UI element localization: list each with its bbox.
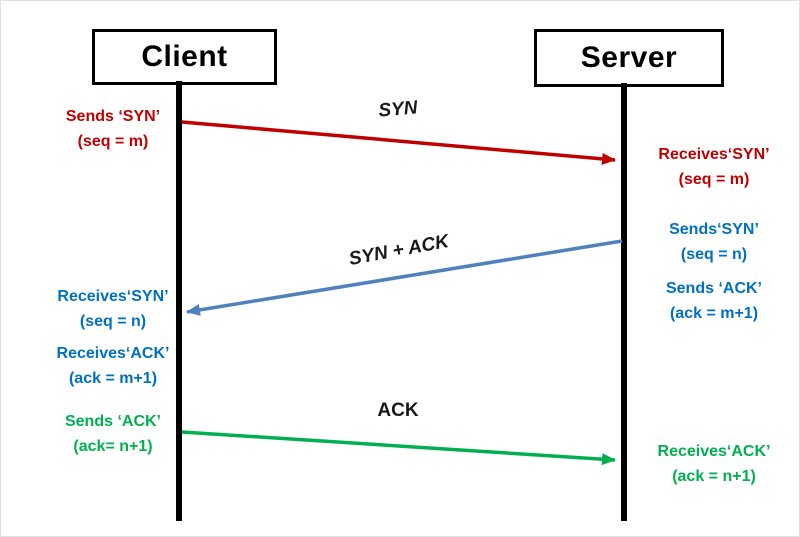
note-line: Sends ‘ACK’ bbox=[64, 413, 161, 430]
client-receives-syn-note: Receives‘SYN’ (seq = n) bbox=[28, 284, 198, 334]
note-line: Receives‘ACK’ bbox=[56, 345, 170, 362]
server-receives-syn-note: Receives‘SYN’ (seq = m) bbox=[634, 142, 794, 192]
note-line: (ack = m+1) bbox=[669, 305, 759, 322]
server-actor-label: Server bbox=[580, 41, 678, 74]
server-lifeline bbox=[621, 83, 627, 521]
syn-arrow bbox=[181, 120, 616, 165]
note-line: (seq = m) bbox=[678, 171, 750, 188]
note-line: Receives‘SYN’ bbox=[57, 288, 169, 305]
client-sends-ack-note: Sends ‘ACK’ (ack= n+1) bbox=[28, 409, 198, 459]
note-line: (ack= n+1) bbox=[73, 438, 153, 455]
note-line: (ack = n+1) bbox=[672, 468, 756, 485]
note-line: Receives‘ACK’ bbox=[657, 443, 771, 460]
note-line: (seq = n) bbox=[680, 246, 748, 263]
note-line: (ack = m+1) bbox=[68, 370, 158, 387]
note-line: Sends ‘SYN’ bbox=[65, 108, 161, 125]
note-line: Sends‘SYN’ bbox=[669, 221, 759, 238]
syn-ack-arrow bbox=[186, 239, 623, 316]
ack-arrow bbox=[181, 430, 616, 466]
note-line: Sends ‘ACK’ bbox=[665, 280, 762, 297]
server-actor-box: Server bbox=[534, 29, 724, 87]
ack-arrow-label: ACK bbox=[377, 400, 419, 421]
note-line: (seq = n) bbox=[79, 313, 147, 330]
note-line: Receives‘SYN’ bbox=[658, 146, 770, 163]
client-actor-box: Client bbox=[92, 29, 277, 85]
server-sends-ack-note: Sends ‘ACK’ (ack = m+1) bbox=[634, 276, 794, 326]
server-sends-syn-note: Sends‘SYN’ (seq = n) bbox=[634, 217, 794, 267]
server-receives-ack-note: Receives‘ACK’ (ack = n+1) bbox=[634, 439, 794, 489]
note-line: (seq = m) bbox=[77, 133, 149, 150]
client-actor-label: Client bbox=[141, 40, 228, 73]
client-sends-syn-note: Sends ‘SYN’ (seq = m) bbox=[28, 104, 198, 154]
client-lifeline bbox=[176, 81, 182, 521]
client-receives-ack-note: Receives‘ACK’ (ack = m+1) bbox=[28, 341, 198, 391]
